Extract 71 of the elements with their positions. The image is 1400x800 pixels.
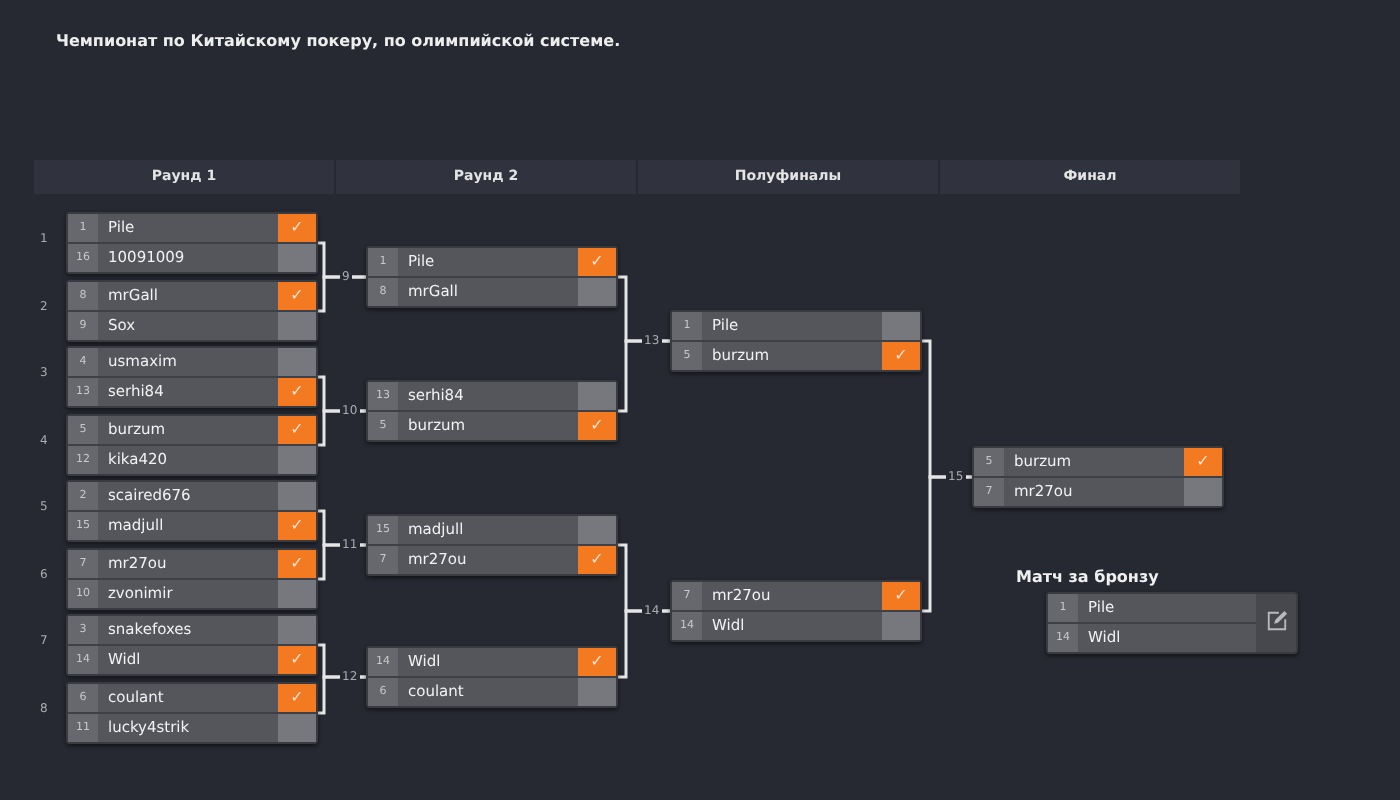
winner-check: ✓ (578, 648, 616, 676)
player-row (68, 242, 316, 272)
player-row (672, 582, 920, 610)
player-row (1048, 622, 1256, 652)
player-row (68, 416, 316, 444)
player-row (68, 644, 316, 674)
match-card (66, 346, 318, 408)
player-row (672, 340, 920, 370)
winner-check: ✓ (882, 582, 920, 610)
winner-check: ✓ (578, 546, 616, 574)
player-row (672, 610, 920, 640)
match-card (366, 646, 618, 708)
bracket-line (922, 475, 972, 613)
match-card (670, 580, 922, 642)
bracket-line (618, 609, 670, 679)
player-row (672, 312, 920, 340)
match-card (66, 682, 318, 744)
player-row (68, 616, 316, 644)
winner-check: ✓ (278, 550, 316, 578)
bracket-line (618, 339, 670, 413)
player-row (1048, 594, 1256, 622)
player-row (368, 410, 616, 440)
match-card (670, 310, 922, 372)
player-row (68, 684, 316, 712)
player-row (368, 276, 616, 306)
winner-check: ✓ (278, 646, 316, 674)
bracket-line (318, 409, 366, 447)
player-row (68, 510, 316, 540)
match-card (366, 514, 618, 576)
match-card (66, 614, 318, 676)
player-row (368, 544, 616, 574)
match-card (66, 548, 318, 610)
match-card (66, 212, 318, 274)
player-row (368, 648, 616, 676)
player-row (68, 712, 316, 742)
player-row (368, 516, 616, 544)
section-heading: Матч за бронзу (1016, 568, 1159, 586)
winner-check: ✓ (278, 214, 316, 242)
winner-check: ✓ (578, 248, 616, 276)
match-card (366, 380, 618, 442)
winner-check: ✓ (578, 412, 616, 440)
winner-check: ✓ (278, 512, 316, 540)
winner-check: ✓ (882, 342, 920, 370)
player-row (368, 676, 616, 706)
player-row (68, 348, 316, 376)
winner-check: ✓ (1184, 448, 1222, 476)
bracket-line (318, 543, 366, 581)
player-row (974, 476, 1222, 506)
match-card (366, 246, 618, 308)
winner-check: ✓ (278, 416, 316, 444)
player-row (68, 282, 316, 310)
player-row (974, 448, 1222, 476)
player-row (68, 310, 316, 340)
player-row (368, 382, 616, 410)
winner-check: ✓ (278, 282, 316, 310)
match-card (66, 414, 318, 476)
bracket-line (318, 675, 366, 715)
player-row (68, 578, 316, 608)
match-card (66, 480, 318, 542)
player-row (68, 550, 316, 578)
player-row (68, 482, 316, 510)
winner-check: ✓ (278, 378, 316, 406)
bracket-line (318, 275, 366, 313)
player-row (68, 214, 316, 242)
page-title: Чемпионат по Китайскому покеру, по олимпийской системе. (56, 32, 621, 50)
player-row (68, 444, 316, 474)
player-row (368, 248, 616, 276)
match-card (66, 280, 318, 342)
player-row (68, 376, 316, 406)
match-card (972, 446, 1224, 508)
winner-check: ✓ (278, 684, 316, 712)
